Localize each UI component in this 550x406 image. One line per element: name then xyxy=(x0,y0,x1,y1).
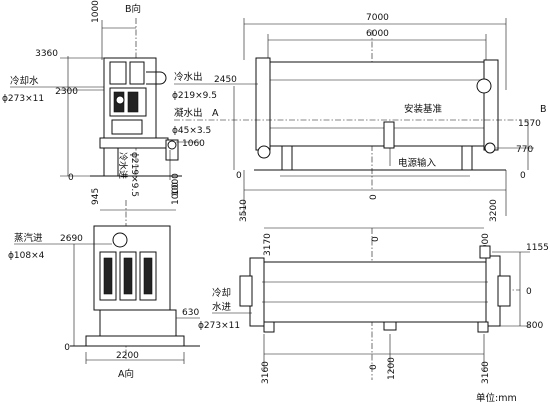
b-view-level-mid: 2300 xyxy=(55,87,78,97)
a-view-steam-size: ϕ108×4 xyxy=(8,251,45,261)
front-view-dim-3510: 3510 xyxy=(239,199,249,222)
front-view-shell xyxy=(267,61,487,147)
front-view-datum-level: 1570 xyxy=(518,119,541,129)
b-view-cooling-water-size: ϕ273×11 xyxy=(2,94,44,104)
plan-view-shell xyxy=(261,261,489,323)
b-view-dim-bottom: 1000 xyxy=(171,173,181,196)
b-view-level-top: 3360 xyxy=(35,49,58,59)
front-view-power-box xyxy=(383,121,395,149)
front-view-outlet-level: 2450 xyxy=(214,75,237,85)
plan-view-level-800: 800 xyxy=(526,321,543,331)
plan-view-dim-3160-right: 3160 xyxy=(481,361,491,384)
front-view-level-0-right: 0 xyxy=(520,171,526,181)
a-view-level-2690: 2690 xyxy=(60,234,83,244)
unit-label: 单位:mm xyxy=(476,392,517,404)
front-view-outlet-label: 冷水出 xyxy=(174,71,203,83)
a-view-level-0: 0 xyxy=(64,343,70,353)
front-view-overall-length: 7000 xyxy=(366,13,389,23)
plan-view-level-1155: 1155 xyxy=(526,243,549,253)
b-view: B向 1000 3360 2300 0 冷却水 ϕ273×11 1060 冷 xyxy=(2,0,205,197)
a-view-dim-945: 945 xyxy=(91,188,101,205)
a-view-steam-label: 蒸汽进 xyxy=(14,232,43,244)
front-view-level-770: 770 xyxy=(516,145,533,155)
plan-view-dim-0-top: 0 xyxy=(371,236,381,242)
a-view-dim-1000: 1000 xyxy=(171,182,181,205)
plan-view-cooling-in-label-1: 冷却 xyxy=(212,287,231,299)
plan-view-cooling-in-size: ϕ273×11 xyxy=(198,321,240,331)
front-view-shell-length: 6000 xyxy=(366,29,389,39)
b-view-cooling-water-label: 冷却水 xyxy=(10,75,39,87)
plan-view-dim-3170: 3170 xyxy=(263,233,273,256)
front-view-datum-label: 安装基准 xyxy=(404,103,443,115)
plan-view-dim-3160-left: 3160 xyxy=(261,361,271,384)
b-view-level-bottom: 0 xyxy=(68,173,74,183)
b-view-dim-top: 1000 xyxy=(91,0,101,23)
front-view-condensate-out-label: 凝水出 xyxy=(174,107,203,119)
front-view-mark-a: A xyxy=(212,108,219,119)
a-view: 945 1000 蒸汽进 2690 ϕ108×4 0 630 2200 A向 xyxy=(8,182,200,380)
b-view-title: B向 xyxy=(125,3,141,15)
plan-view: 3170 0 2900 1155 0 800 冷却 水进 ϕ273×11 316… xyxy=(198,227,549,384)
front-view-outlet-size: ϕ219×9.5 xyxy=(172,91,217,101)
front-view-dim-3200: 3200 xyxy=(489,199,499,222)
plan-view-dim-2900: 2900 xyxy=(481,233,491,256)
front-view-mark-b: B xyxy=(540,104,547,115)
front-view-level-0-left: 0 xyxy=(236,171,242,181)
b-view-condensate-size: ϕ219×9.5 xyxy=(129,152,139,197)
a-view-width: 2200 xyxy=(116,351,139,361)
b-view-condensate-label: 冷水进 xyxy=(117,152,129,179)
front-view-condensate-out-size: ϕ45×3.5 xyxy=(172,126,211,136)
front-view-level-0-mid: 0 xyxy=(369,194,379,200)
plan-view-dim-1200: 1200 xyxy=(387,357,397,380)
front-view-power-label: 电源输入 xyxy=(398,157,437,169)
b-view-right-level: 1060 xyxy=(182,139,205,149)
front-view: 7000 6000 冷水出 2450 ϕ219×9.5 凝水出 A ϕ45×3.… xyxy=(172,13,547,222)
plan-view-dim-0-bottom: 0 xyxy=(369,364,379,370)
a-view-level-630: 630 xyxy=(182,308,199,318)
plan-view-level-0: 0 xyxy=(526,287,532,297)
a-view-title: A向 xyxy=(118,368,134,380)
plan-view-cooling-in-label-2: 水进 xyxy=(212,301,232,313)
